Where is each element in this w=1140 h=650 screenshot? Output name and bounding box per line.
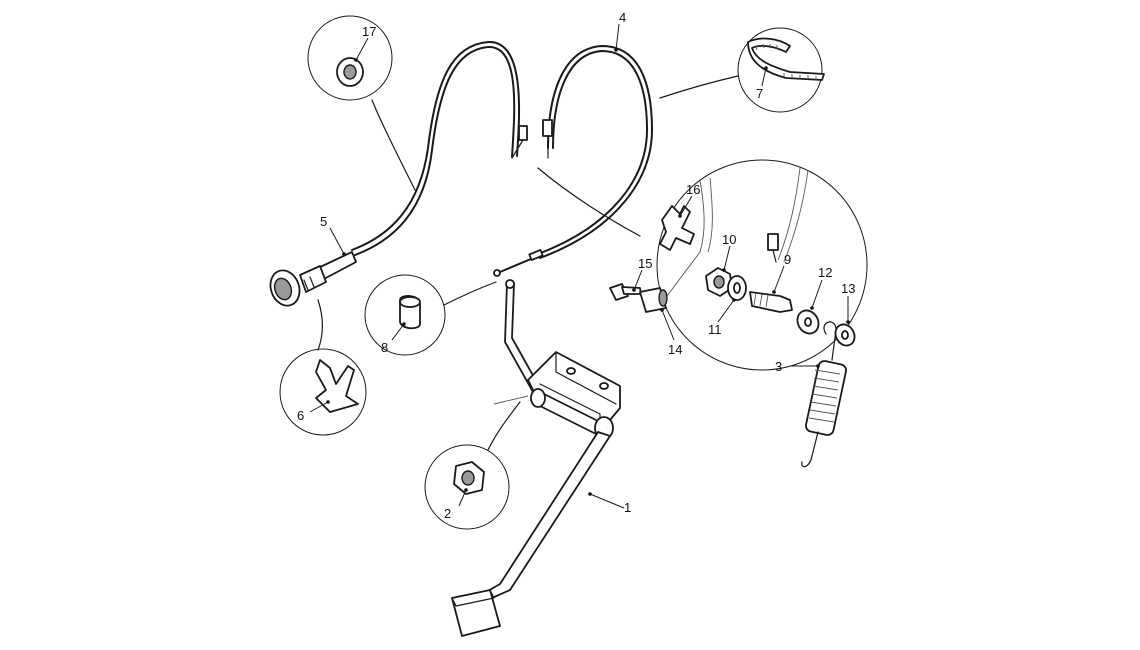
callout-4: 4 bbox=[619, 10, 626, 25]
leader-lines bbox=[309, 23, 850, 509]
return-spring bbox=[801, 321, 847, 468]
callout-13: 13 bbox=[841, 281, 855, 296]
callout-11: 11 bbox=[708, 322, 722, 337]
callout-8: 8 bbox=[381, 340, 388, 355]
detail-circle-6 bbox=[279, 299, 367, 436]
callout-10: 10 bbox=[722, 232, 736, 247]
callout-2: 2 bbox=[444, 506, 451, 521]
callout-12: 12 bbox=[818, 265, 832, 280]
callout-labels: 1 2 3 4 5 6 7 8 9 10 11 12 13 14 15 16 1… bbox=[297, 10, 855, 521]
callout-16: 16 bbox=[686, 182, 700, 197]
callout-15: 15 bbox=[638, 256, 652, 271]
cable-knob bbox=[269, 251, 357, 307]
detail-circle-2 bbox=[424, 395, 529, 530]
callout-7: 7 bbox=[756, 86, 763, 101]
callout-14: 14 bbox=[668, 342, 682, 357]
callout-1: 1 bbox=[624, 500, 631, 515]
callout-5: 5 bbox=[320, 214, 327, 229]
callout-17: 17 bbox=[362, 24, 376, 39]
callout-3: 3 bbox=[775, 359, 782, 374]
detail-circle-17 bbox=[307, 15, 416, 191]
callout-6: 6 bbox=[297, 408, 304, 423]
callout-9: 9 bbox=[784, 252, 791, 267]
pedal-assembly bbox=[451, 279, 621, 637]
leader-line bbox=[537, 167, 641, 237]
detail-circle-7 bbox=[659, 27, 825, 113]
detail-circle bbox=[609, 159, 868, 371]
throttle-cable bbox=[351, 40, 653, 277]
